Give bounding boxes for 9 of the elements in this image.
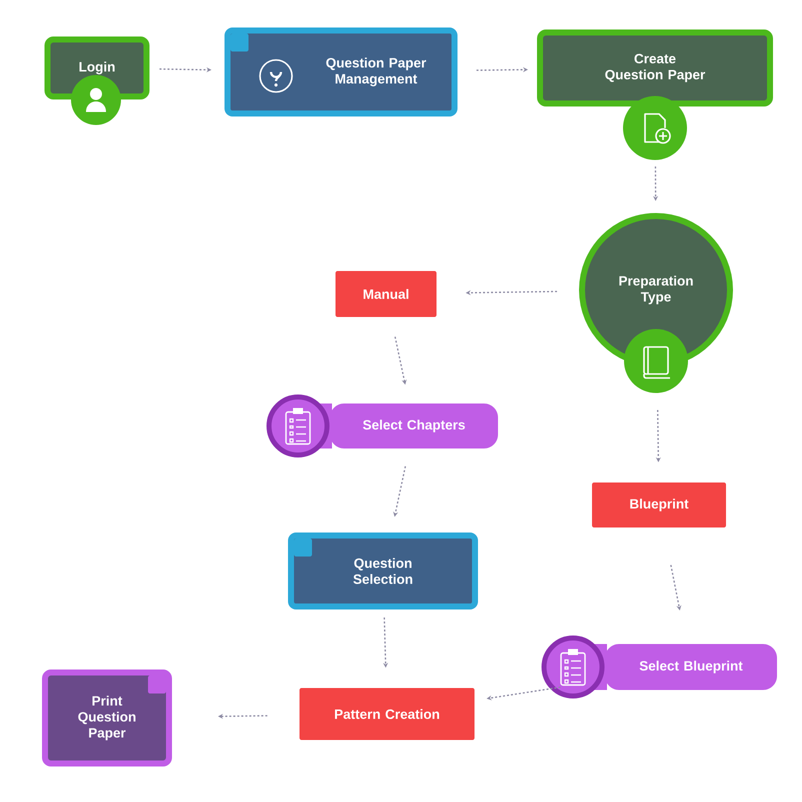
process-box: Print Question Paper	[42, 670, 172, 766]
option-box: Pattern Creation	[300, 688, 474, 740]
option-box: Blueprint	[592, 482, 726, 528]
process-box: Create Question Paper	[537, 30, 774, 106]
node-label: Select Blueprint	[640, 660, 743, 674]
node-label: Select Chapters	[363, 420, 465, 432]
option-box: Manual	[336, 271, 436, 317]
process-box: Question Selection	[288, 532, 478, 610]
process-box: Question Paper Management	[224, 28, 458, 116]
